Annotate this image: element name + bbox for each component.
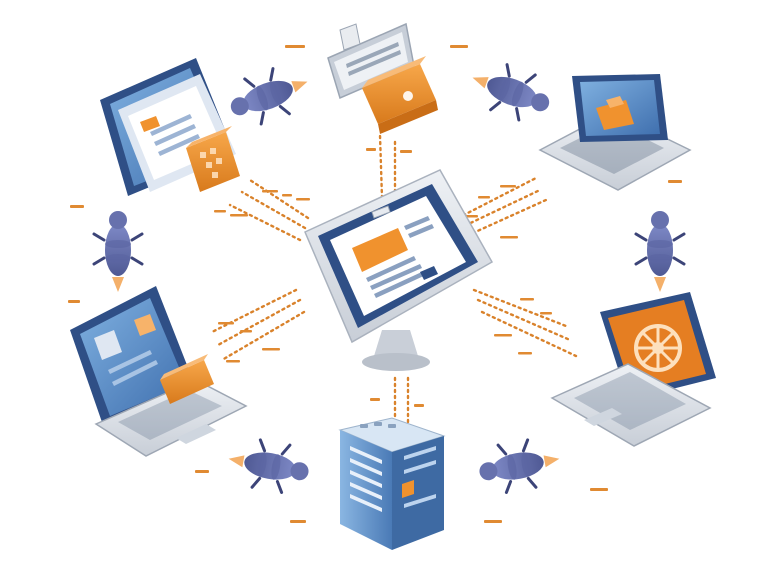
decorative-code-glyphs	[68, 45, 682, 523]
bug-icon	[222, 433, 315, 498]
folder-toolbox-top	[327, 22, 438, 134]
bug-bottom-left	[222, 433, 315, 498]
laptop-left	[70, 286, 248, 457]
laptop-top-left	[100, 58, 240, 196]
bug-icon	[221, 57, 318, 134]
server-icon	[338, 417, 446, 550]
toolbox-icon	[327, 22, 438, 134]
bug-left	[92, 209, 144, 294]
laptop-icon	[538, 74, 692, 191]
orange-package-icon	[160, 354, 214, 404]
bug-icon	[92, 209, 144, 294]
bug-right	[634, 209, 686, 294]
bug-icon	[462, 53, 559, 130]
bug-top-left	[221, 57, 318, 134]
bug-top-right	[462, 53, 559, 130]
connection-lines	[210, 133, 578, 424]
server-tower-bottom	[338, 417, 446, 550]
orange-package-icon	[186, 126, 240, 192]
laptop-top-right	[538, 74, 692, 191]
bug-icon	[634, 209, 686, 294]
bug-icon	[473, 433, 566, 498]
laptop-icon	[550, 292, 716, 447]
bug-bottom-right	[473, 433, 566, 498]
central-monitor	[304, 169, 494, 371]
desktop-monitor-icon	[304, 169, 494, 371]
laptop-right	[550, 292, 716, 447]
laptop-icon	[70, 286, 248, 457]
